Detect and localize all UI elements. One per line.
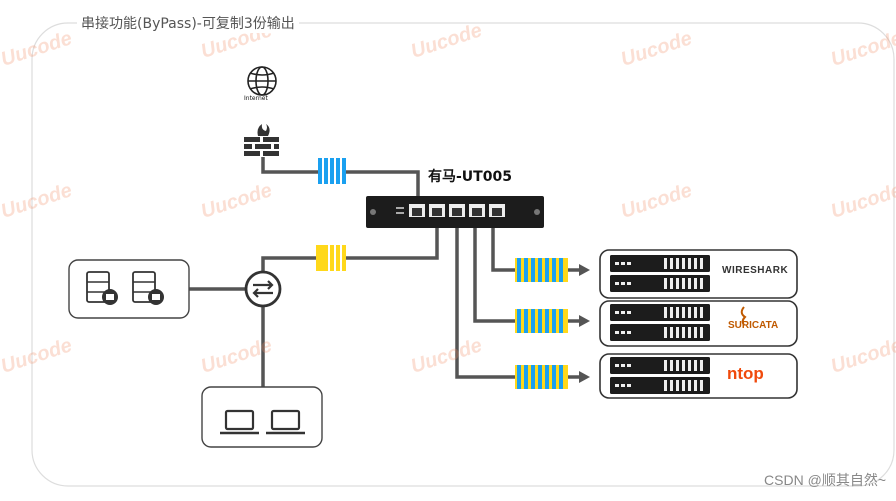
suricata-flame-icon — [740, 306, 747, 326]
server-rack-icon — [610, 255, 710, 292]
ut005-device — [366, 196, 544, 228]
firewall-icon — [244, 124, 279, 156]
server-rack-icon — [610, 304, 710, 341]
frame-border — [31, 22, 895, 487]
line-switch-to-yellow — [261, 256, 316, 275]
device-label: 有马-UT005 — [428, 169, 512, 185]
packet-mixed-2 — [515, 309, 568, 333]
line-out-2 — [473, 223, 515, 323]
arrowhead-2 — [579, 315, 590, 327]
line-out-3 — [455, 223, 515, 379]
wireshark-logo: WIRESHARK — [722, 265, 789, 276]
tool-box-suricata — [599, 300, 798, 347]
laptops-group — [201, 386, 323, 448]
server-icon — [86, 271, 118, 305]
diagram-title: 串接功能(ByPass)-可复制3份输出 — [77, 13, 299, 33]
internet-label: Internet — [244, 95, 268, 102]
packet-blue — [318, 158, 346, 184]
packet-mixed-1 — [515, 258, 568, 282]
arrowhead-3 — [579, 371, 590, 383]
servers-group — [68, 259, 190, 319]
connection-lines — [189, 157, 580, 387]
suricata-logo: SURICATA — [728, 320, 779, 331]
globe-icon — [247, 66, 277, 96]
arrowheads — [579, 264, 590, 383]
line-firewall-to-blue — [261, 157, 318, 174]
packet-yellow — [316, 245, 346, 271]
tool-box-ntop — [599, 353, 798, 399]
laptop-icon — [220, 409, 259, 435]
laptop-icon — [266, 409, 305, 435]
tool-box-wireshark — [599, 249, 798, 299]
line-out-1 — [491, 223, 515, 272]
line-blue-to-device — [346, 170, 420, 200]
switch-icon — [244, 270, 282, 308]
server-rack-icon — [610, 357, 710, 394]
line-yellow-to-device — [346, 223, 439, 260]
packet-mixed-3 — [515, 365, 568, 389]
arrowhead-1 — [579, 264, 590, 276]
credit-text: CSDN @顺其自然~ — [764, 472, 886, 488]
server-icon — [132, 271, 164, 305]
ntop-logo: ntop — [727, 364, 764, 383]
